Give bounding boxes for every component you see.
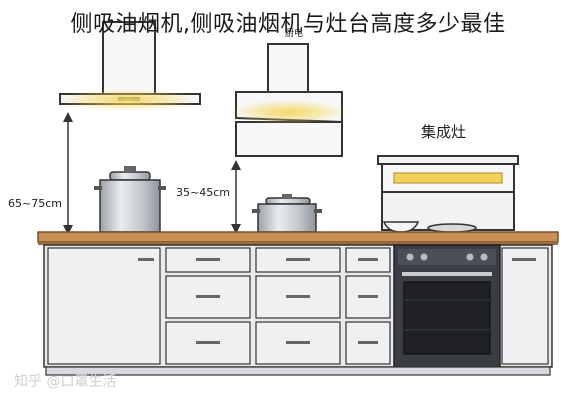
countertop [37, 231, 559, 245]
integrated-stove: 集成灶 [377, 123, 519, 231]
left-hood-height-label: 65~75cm [8, 197, 62, 210]
integrated-stove-label: 集成灶 [421, 123, 466, 141]
left-height-dimension: 65~75cm [8, 112, 73, 235]
side-hood-height-label: 35~45cm [176, 186, 230, 199]
side-hood-brand-label: 厨电 [285, 27, 303, 39]
built-in-oven [393, 244, 501, 368]
page-title: 侧吸油烟机,侧吸油烟机与灶台高度多少最佳 [70, 12, 506, 37]
tall-stock-pot [94, 166, 166, 233]
side-draft-range-hood: 厨电 [231, 27, 347, 157]
frying-pan [427, 223, 477, 233]
plinth [45, 366, 551, 376]
watermark: 知乎 @口罩生活 [14, 373, 116, 390]
short-pot [252, 194, 322, 233]
chimney-range-hood [58, 21, 201, 111]
side-hood-height-dimension: 35~45cm [176, 160, 241, 234]
